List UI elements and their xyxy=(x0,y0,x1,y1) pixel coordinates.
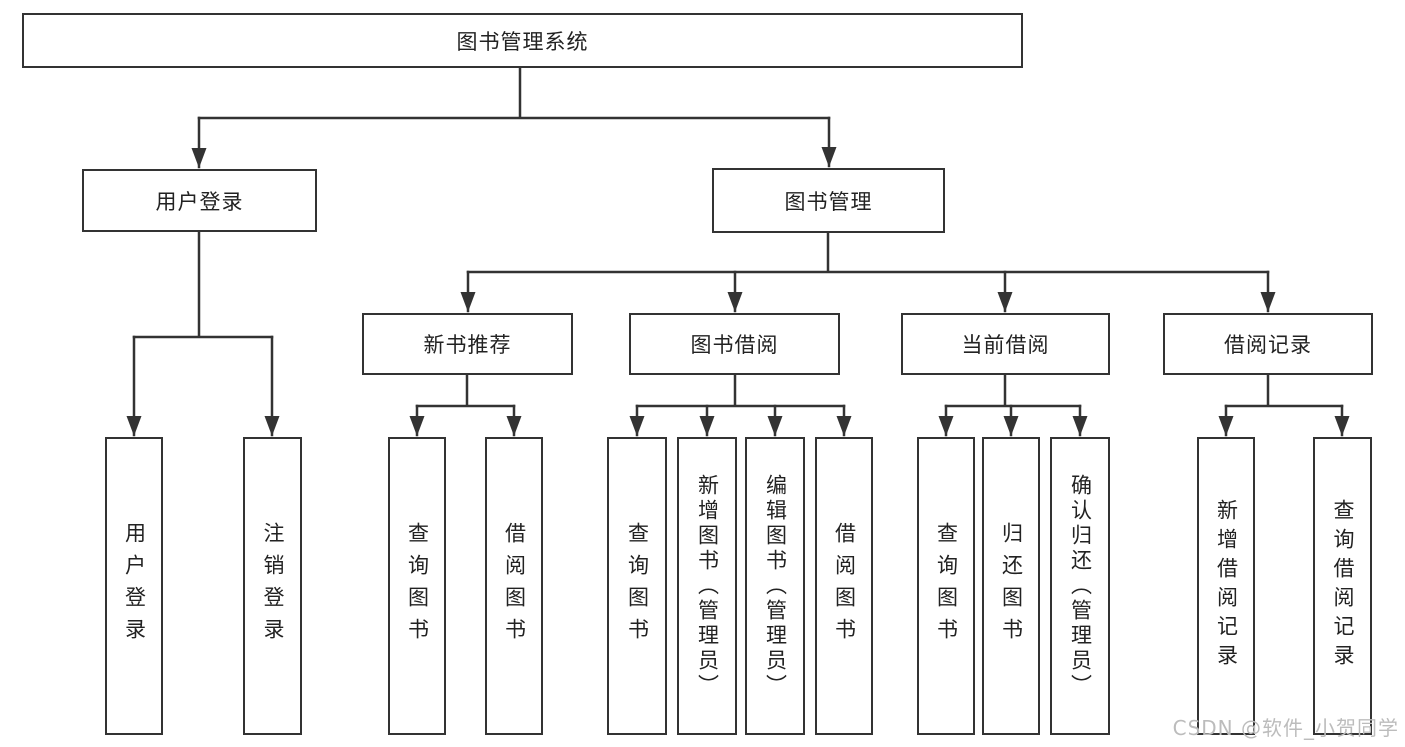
node-root-system: 图书管理系统 xyxy=(22,13,1023,68)
node-label: 当前借阅 xyxy=(961,333,1050,357)
leaf-logout: 注销登录 xyxy=(243,437,302,735)
leaf-user-login: 用户登录 xyxy=(105,437,163,735)
node-new-book-recommend: 新书推荐 xyxy=(362,313,573,375)
node-label: 新书推荐 xyxy=(423,333,512,357)
leaf-borrow-books-recommend: 借阅图书 xyxy=(485,437,543,735)
leaf-add-books-admin: 新增图书（管理员） xyxy=(677,437,737,735)
leaf-query-borrow-record: 查询借阅记录 xyxy=(1313,437,1372,735)
node-book-borrowing: 图书借阅 xyxy=(629,313,840,375)
leaf-query-books-recommend: 查询图书 xyxy=(388,437,446,735)
leaf-query-books-borrowing: 查询图书 xyxy=(607,437,667,735)
leaf-add-borrow-record: 新增借阅记录 xyxy=(1197,437,1255,735)
leaf-edit-books-admin: 编辑图书（管理员） xyxy=(745,437,805,735)
node-user-login: 用户登录 xyxy=(82,169,317,232)
node-label: 图书管理系统 xyxy=(456,29,589,54)
node-label: 图书管理 xyxy=(784,189,873,214)
leaf-query-books-current: 查询图书 xyxy=(917,437,975,735)
leaf-borrow-books: 借阅图书 xyxy=(815,437,873,735)
node-book-management: 图书管理 xyxy=(712,168,945,233)
node-borrow-records: 借阅记录 xyxy=(1163,313,1373,375)
node-current-borrowing: 当前借阅 xyxy=(901,313,1110,375)
leaf-confirm-return-admin: 确认归还（管理员） xyxy=(1050,437,1110,735)
node-label: 用户登录 xyxy=(155,189,244,214)
leaf-return-books: 归还图书 xyxy=(982,437,1040,735)
node-label: 借阅记录 xyxy=(1224,333,1312,357)
node-label: 图书借阅 xyxy=(690,333,779,357)
